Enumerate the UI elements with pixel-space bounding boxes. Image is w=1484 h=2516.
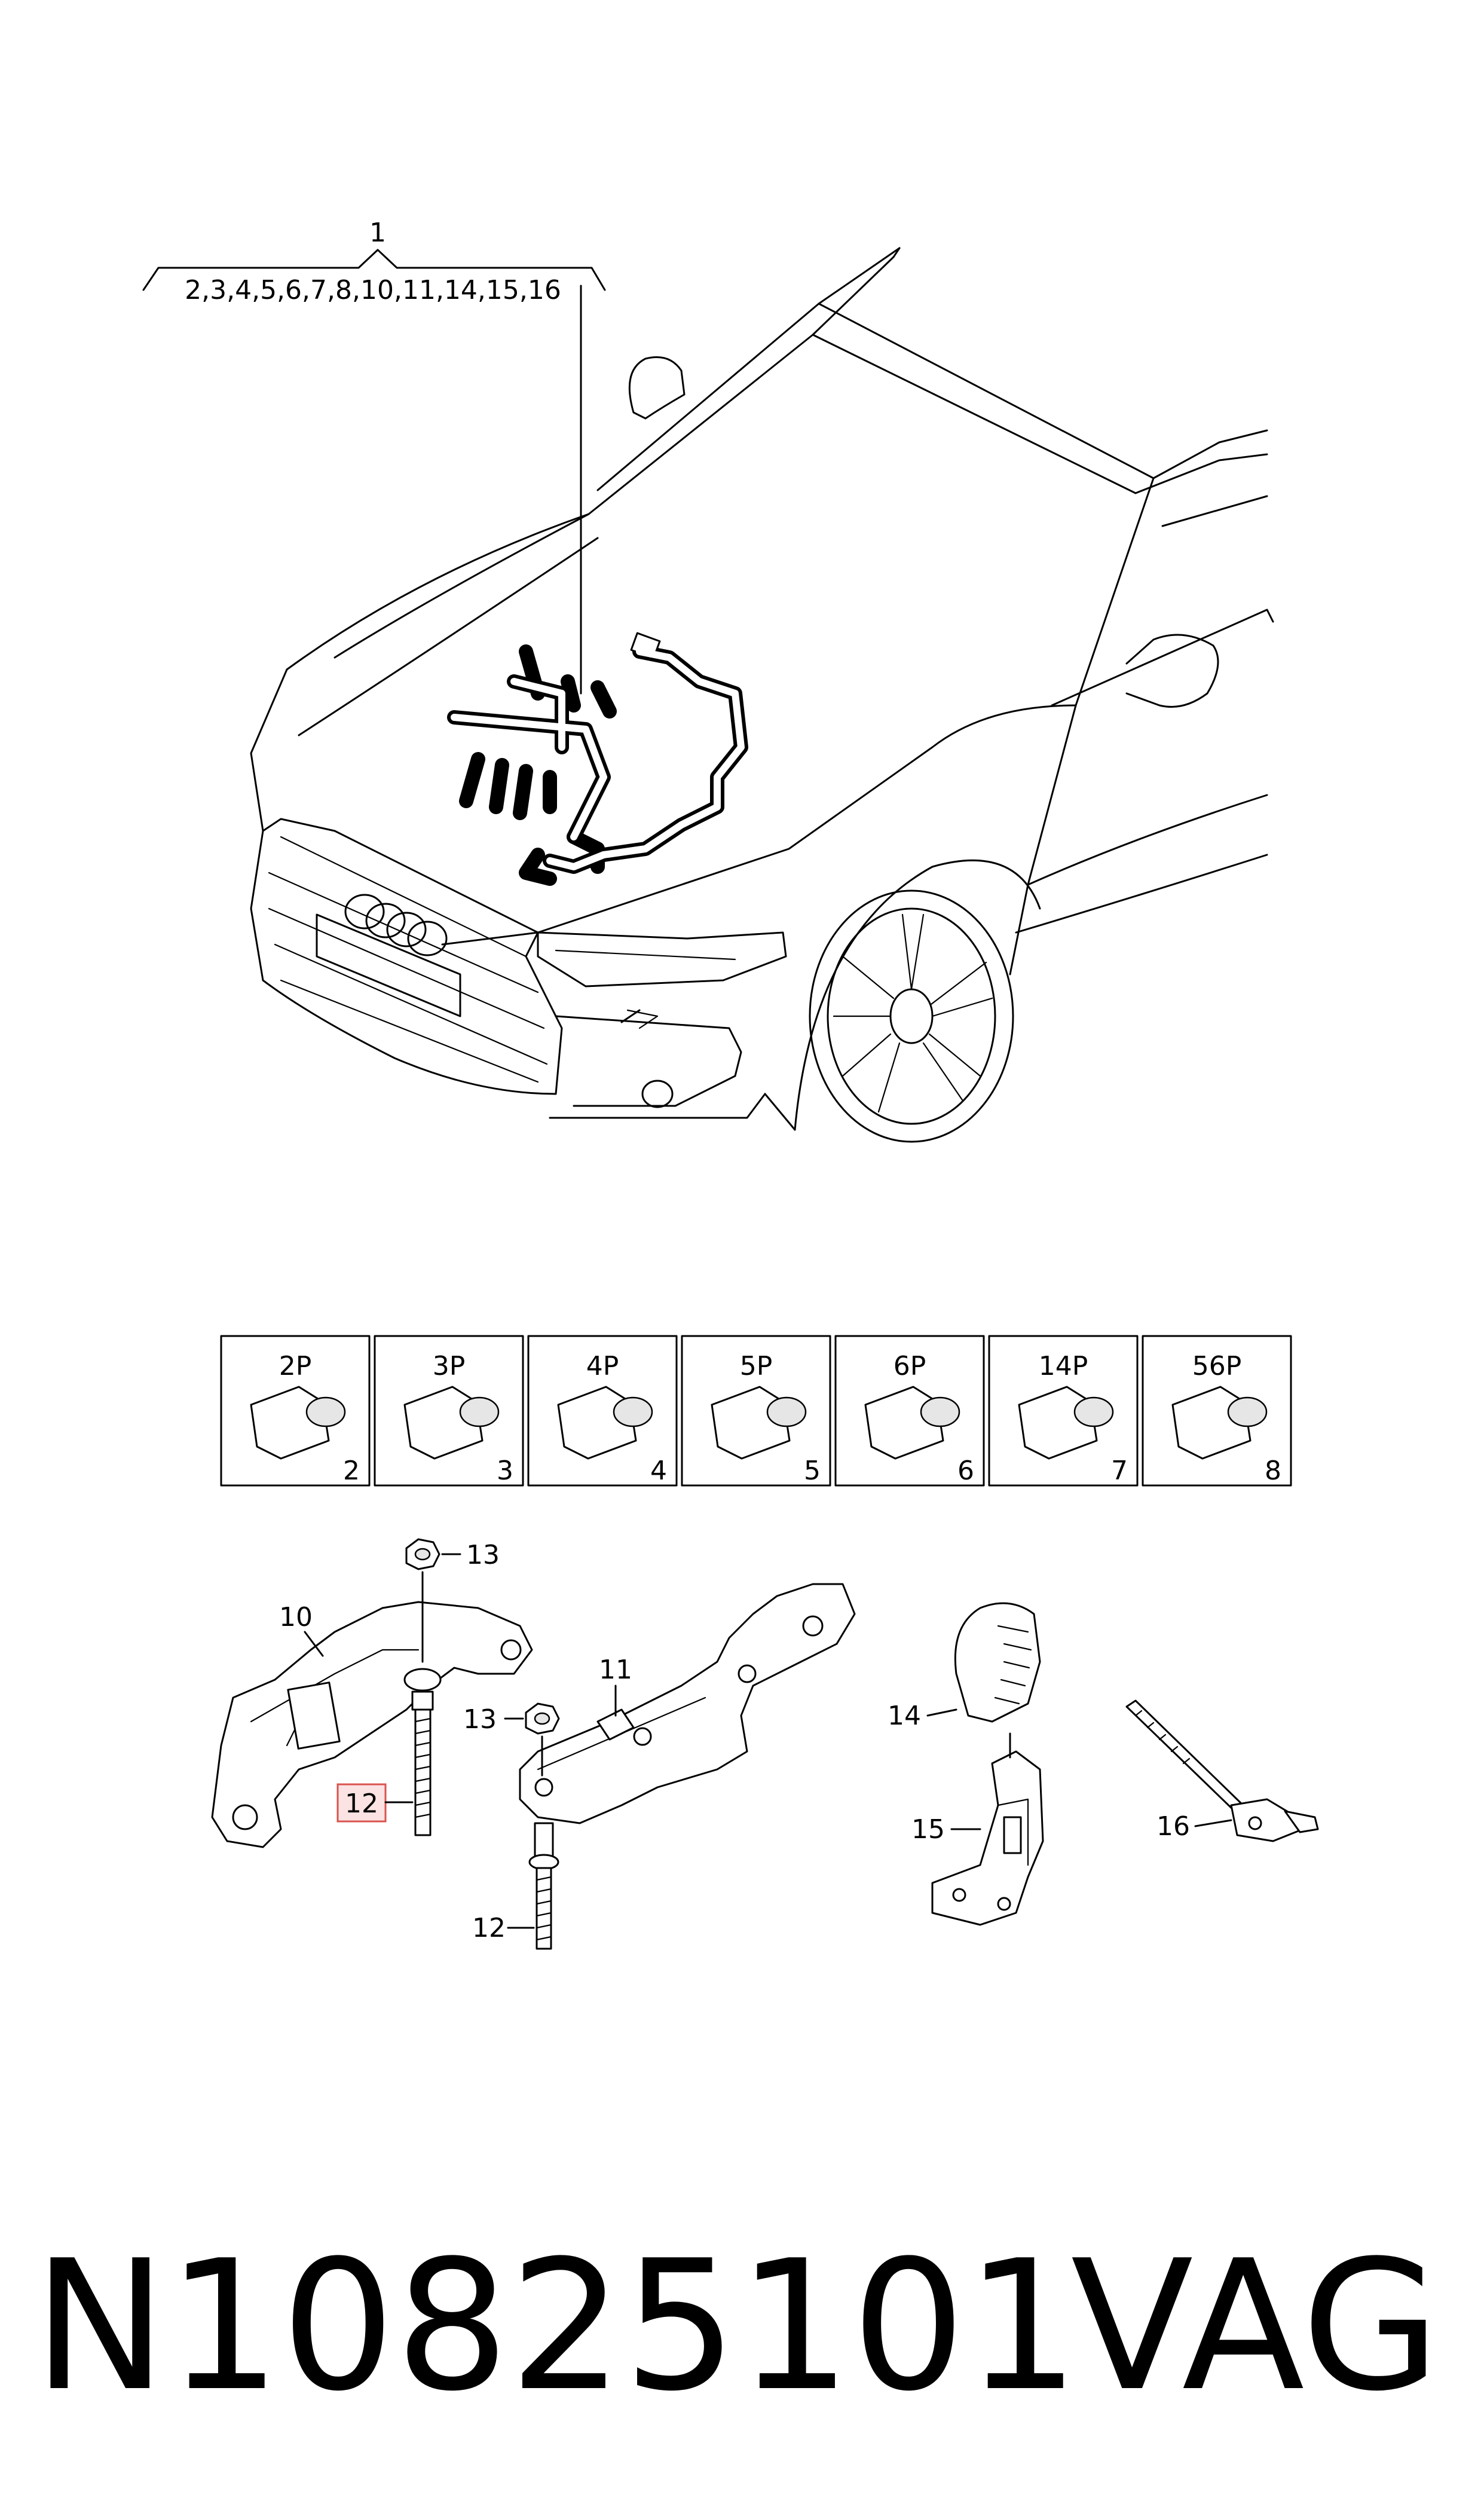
part-16-cable-tie[interactable] [1125,1699,1319,1842]
connector-cell-14p[interactable]: 14P 7 [988,1335,1139,1487]
part-11-bracket[interactable] [519,1583,856,1824]
connector-cell-2p[interactable]: 2P 2 [220,1335,371,1487]
connector-cell-6p[interactable]: 6P 6 [834,1335,985,1487]
connector-pins-label: 6P [894,1351,926,1381]
callout-1-group: 1 2,3,4,5,6,7,8,10,11,14,15,16 [142,218,606,695]
connector-number: 7 [1111,1456,1128,1486]
connector-cell-4p[interactable]: 4P 4 [527,1335,678,1487]
connector-pins-label: 5P [740,1351,773,1381]
front-wheel [794,859,1041,1143]
callout-12-highlighted[interactable]: 12 [345,1789,378,1819]
callout-1-includes: 2,3,4,5,6,7,8,10,11,14,15,16 [185,275,561,305]
part-12-stud-center[interactable] [528,1822,559,1950]
callout-14: 14 [888,1701,921,1731]
connector-number: 5 [804,1456,821,1486]
callout-11: 11 [599,1655,632,1685]
part-13-nut-top[interactable] [405,1538,440,1570]
callout-12-highlight-box [336,1783,387,1823]
callout-10: 10 [279,1602,313,1633]
connector-pins-label: 3P [433,1351,466,1381]
wiring-harness [447,632,748,886]
brand-text: VAG [1071,2222,1440,2431]
part-10-bracket[interactable] [211,1601,533,1848]
connector-number: 8 [1265,1456,1281,1486]
connector-table: 2P 2 3P 3 4P 4 5P 5 [220,1335,1292,1487]
connector-number: 3 [497,1456,513,1486]
brand-rings-logo [344,894,448,956]
part-number-text: N10825101 [33,2222,1079,2431]
connector-pins-label: 14P [1039,1351,1088,1381]
callout-12-center: 12 [472,1913,506,1943]
part-12-stud-left[interactable] [403,1668,442,1836]
connector-pins-label: 4P [586,1351,619,1381]
callout-16: 16 [1156,1811,1190,1842]
car-illustration [250,247,1274,1143]
connector-cell-56p[interactable]: 56P 8 [1142,1335,1292,1487]
connector-cell-3p[interactable]: 3P 3 [374,1335,524,1487]
callout-15: 15 [911,1814,945,1845]
callout-13-top: 13 [466,1540,500,1570]
part-13-nut-center[interactable] [525,1702,560,1735]
callout-1-bracket [142,249,606,291]
connector-pins-label: 56P [1192,1351,1242,1381]
connector-number: 2 [343,1456,360,1486]
connector-number: 4 [650,1456,667,1486]
callout-1-number: 1 [369,218,386,248]
connector-number: 6 [957,1456,974,1486]
connector-pins-label: 2P [279,1351,312,1381]
callout-13-center: 13 [463,1704,497,1735]
connector-cell-5p[interactable]: 5P 5 [681,1335,831,1487]
part-14-cover[interactable] [954,1602,1041,1723]
part-15-holder[interactable] [931,1750,1044,1926]
